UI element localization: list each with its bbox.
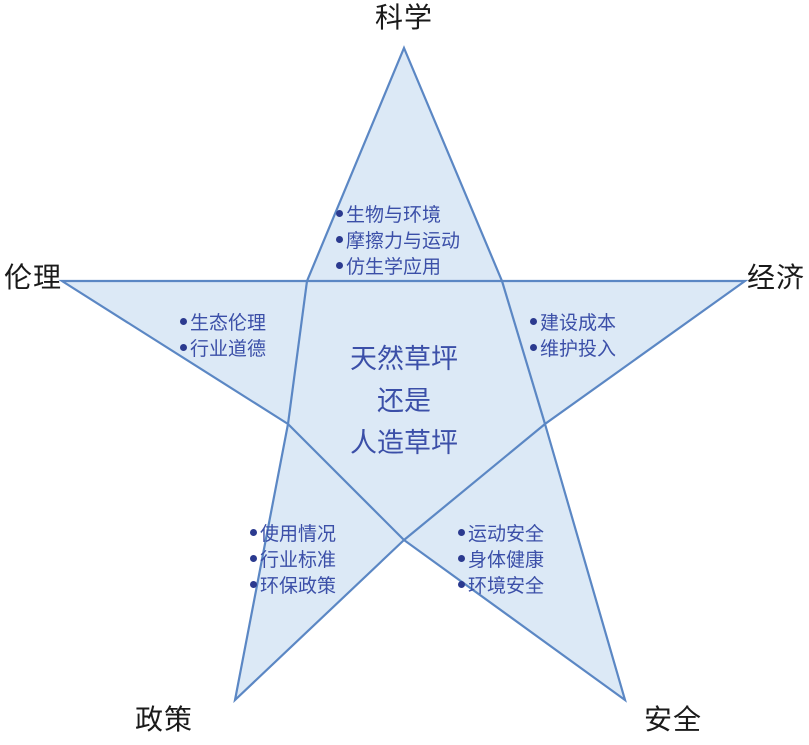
vertex-label-ethics: 伦理 (4, 262, 63, 293)
bullet-icon (180, 318, 187, 325)
list-item-label: 建设成本 (540, 313, 617, 334)
bullet-icon (336, 210, 343, 217)
item-group-safety: 运动安全 身体健康 环境安全 (458, 522, 544, 600)
center-title-line-3: 人造草坪 (350, 428, 458, 458)
list-item: 使用情况 (250, 522, 336, 548)
list-item-label: 环境安全 (468, 576, 545, 597)
bullet-icon (458, 529, 465, 536)
item-group-science: 生物与环境 摩擦力与运动 仿生学应用 (336, 203, 460, 281)
item-group-policy: 使用情况 行业标准 环保政策 (250, 522, 336, 600)
vertex-label-economy: 经济 (746, 262, 805, 293)
bullet-icon (530, 344, 537, 351)
bullet-icon (250, 555, 257, 562)
bullet-icon (530, 318, 537, 325)
list-item: 生态伦理 (180, 311, 266, 337)
list-item-label: 环保政策 (260, 576, 337, 597)
bullet-icon (458, 581, 465, 588)
list-item: 摩擦力与运动 (336, 229, 460, 255)
center-title-line-1: 天然草坪 (350, 344, 458, 374)
item-group-economy: 建设成本 维护投入 (530, 311, 616, 363)
vertex-label-policy: 政策 (135, 704, 194, 735)
bullet-icon (336, 236, 343, 243)
item-group-ethics: 生态伦理 行业道德 (180, 311, 266, 363)
list-item: 行业道德 (180, 337, 266, 363)
list-item: 仿生学应用 (336, 255, 460, 281)
list-item-label: 维护投入 (540, 339, 617, 360)
list-item: 行业标准 (250, 548, 336, 574)
list-item-label: 仿生学应用 (346, 257, 442, 278)
list-item: 生物与环境 (336, 203, 460, 229)
list-item-label: 摩擦力与运动 (346, 231, 461, 252)
list-item-label: 运动安全 (468, 524, 545, 545)
center-title-line-2: 还是 (377, 386, 431, 416)
list-item: 运动安全 (458, 522, 544, 548)
list-item: 环境安全 (458, 574, 544, 600)
list-item-label: 生态伦理 (190, 313, 267, 334)
list-item-label: 行业标准 (260, 550, 337, 571)
list-item: 身体健康 (458, 548, 544, 574)
bullet-icon (336, 262, 343, 269)
list-item: 环保政策 (250, 574, 336, 600)
vertex-label-safety: 安全 (643, 704, 703, 735)
list-item: 建设成本 (530, 311, 616, 337)
list-item-label: 生物与环境 (346, 205, 442, 226)
bullet-icon (180, 344, 187, 351)
list-item-label: 身体健康 (468, 550, 545, 571)
center-title: 天然草坪 还是 人造草坪 (350, 338, 458, 464)
list-item-label: 使用情况 (260, 524, 337, 545)
bullet-icon (250, 581, 257, 588)
list-item-label: 行业道德 (190, 339, 267, 360)
bullet-icon (458, 555, 465, 562)
vertex-label-science: 科学 (374, 2, 434, 33)
star-inner-lines (286, 279, 547, 541)
list-item: 维护投入 (530, 337, 616, 363)
bullet-icon (250, 529, 257, 536)
